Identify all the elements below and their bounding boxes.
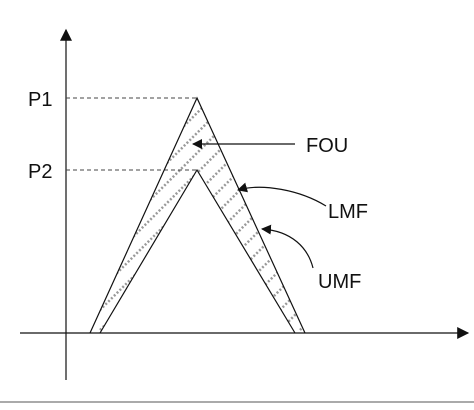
lower-membership-function [99, 168, 296, 334]
fou-hatching [90, 98, 305, 331]
upper-membership-function [89, 96, 306, 334]
lmf-pointer-arrow [237, 182, 327, 207]
fou-region [90, 98, 305, 331]
umf-label: UMF [318, 271, 361, 293]
umf-pointer-arrow [261, 224, 314, 269]
fou-label: FOU [306, 135, 348, 157]
p1-label: P1 [28, 89, 52, 111]
p2-label: P2 [28, 161, 52, 183]
lmf-label: LMF [328, 201, 368, 223]
